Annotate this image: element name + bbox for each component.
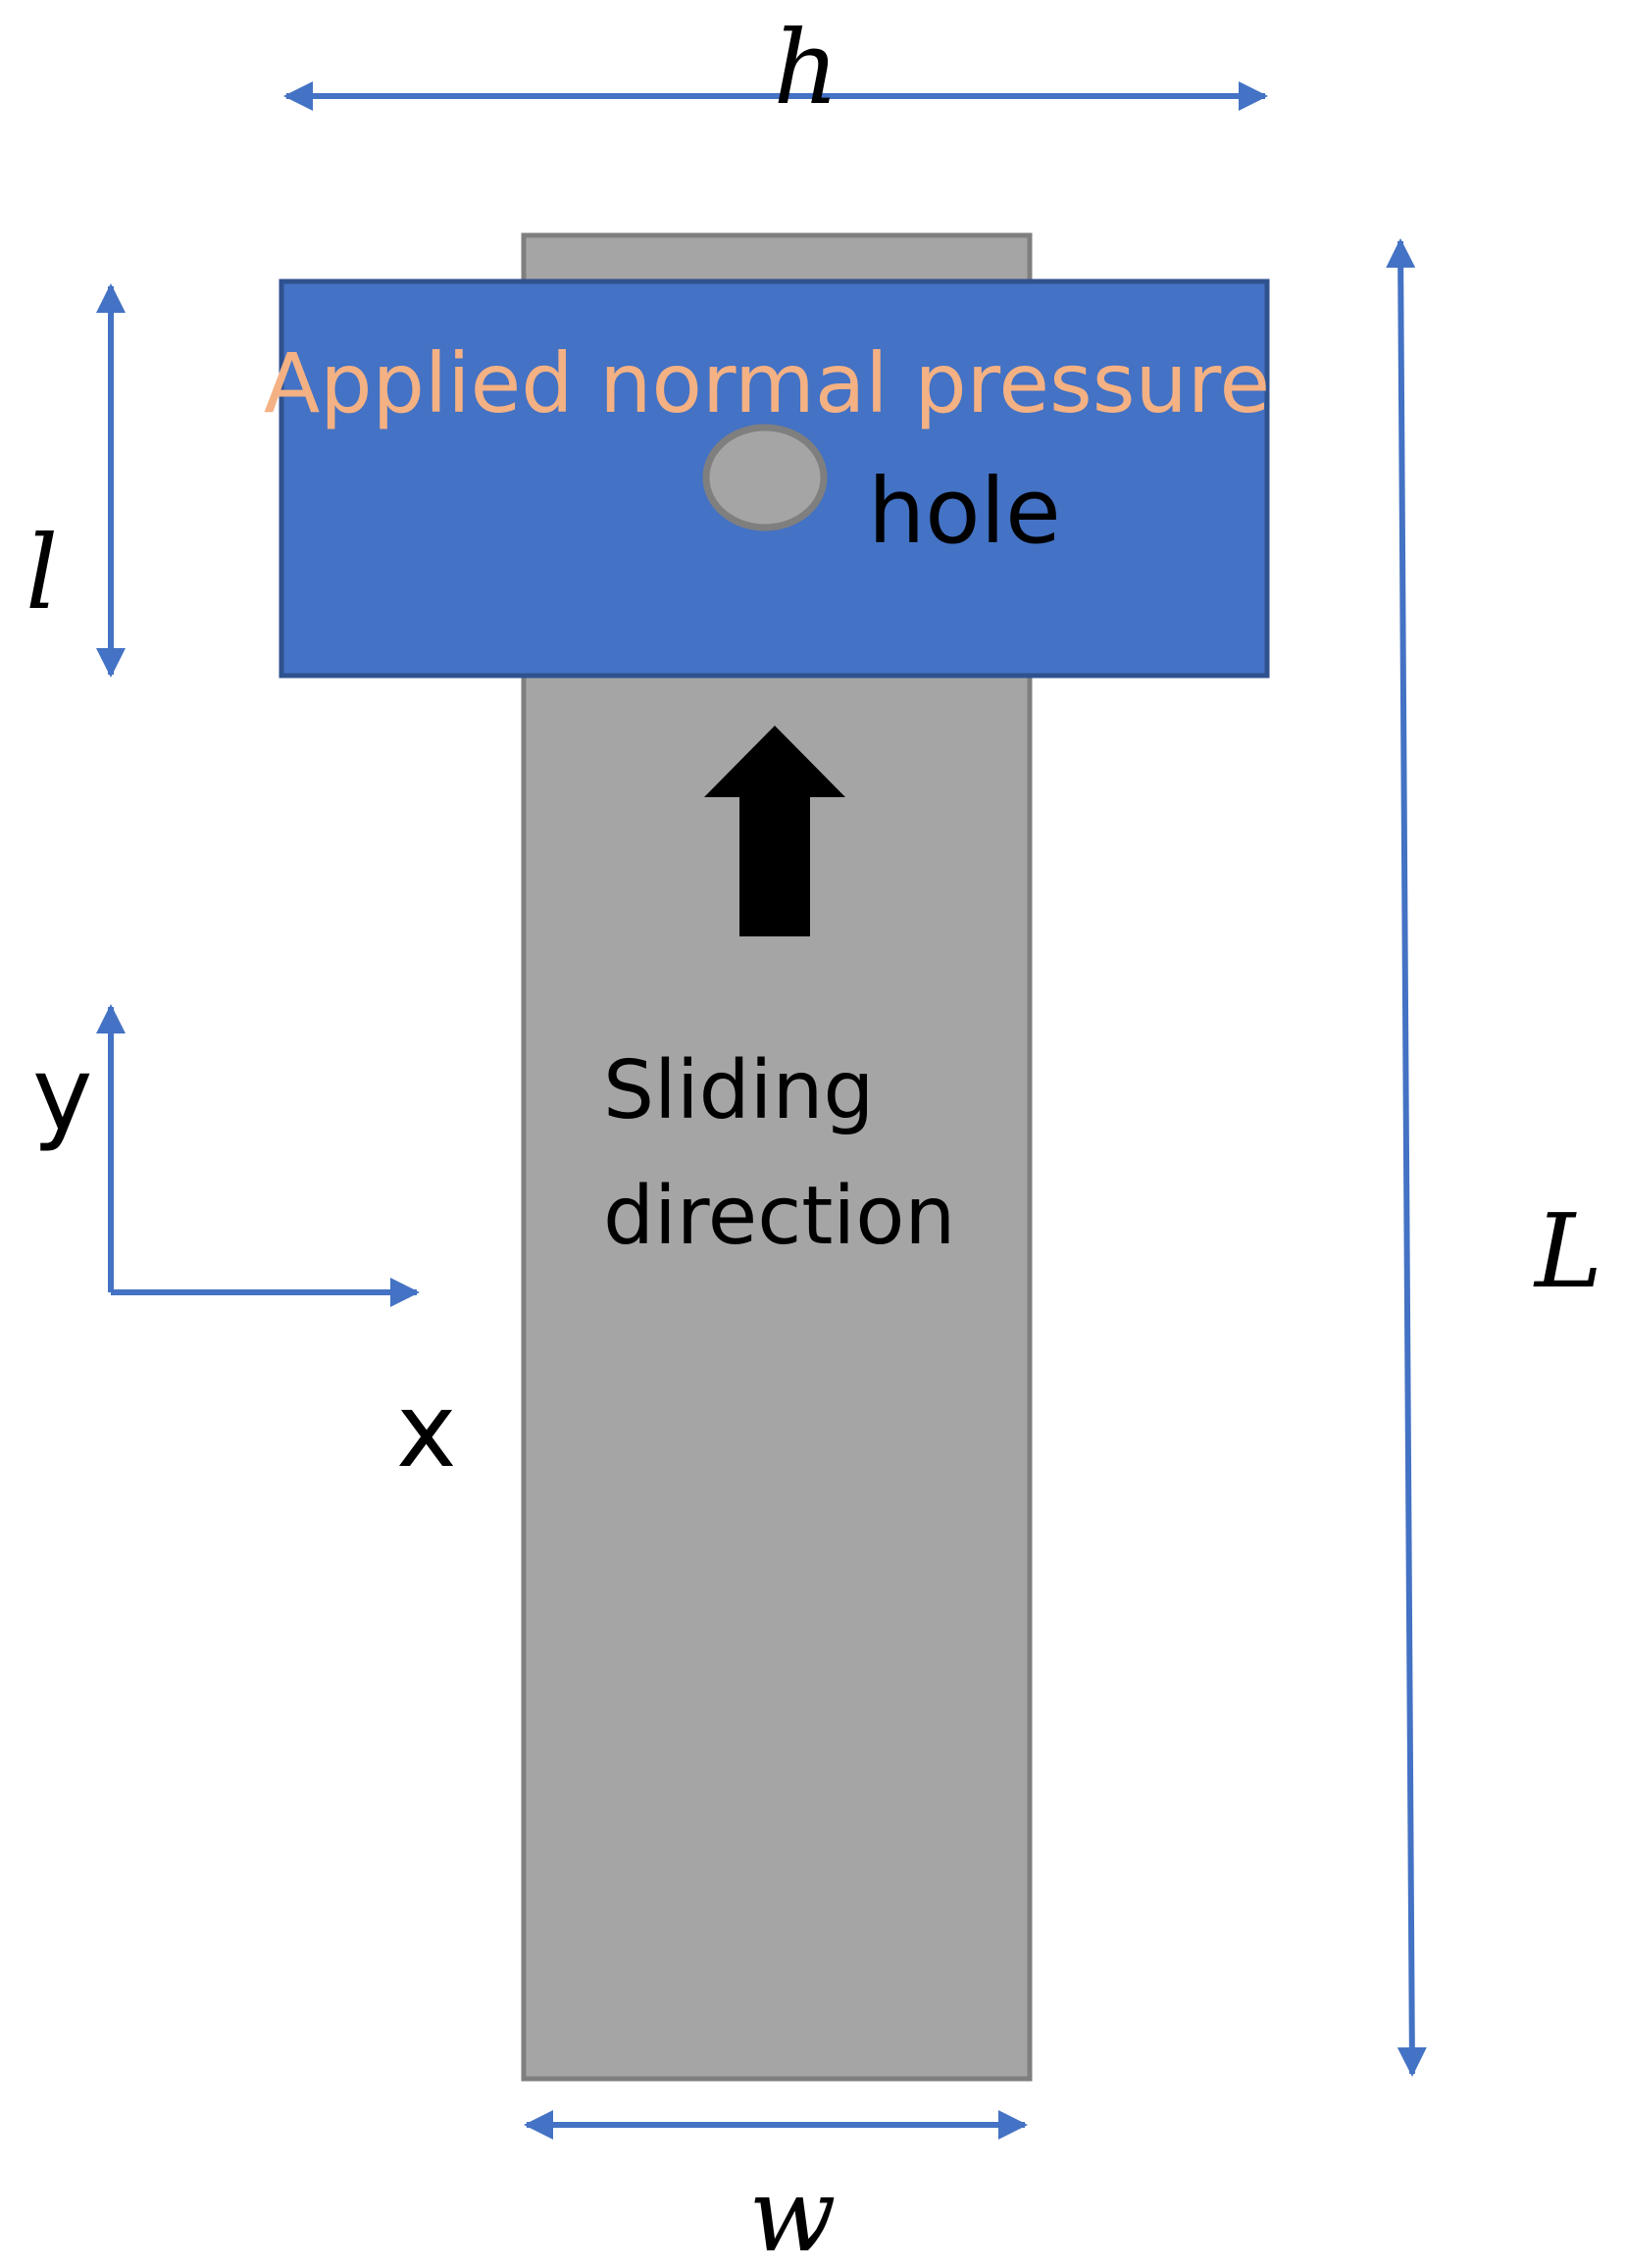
applied-pressure-label: Applied normal pressure bbox=[264, 335, 1270, 431]
hole-label: hole bbox=[868, 459, 1061, 564]
dimension-h-label: h bbox=[774, 8, 839, 127]
dimension-L-label: L bbox=[1533, 1191, 1602, 1311]
sliding-label-line2: direction bbox=[603, 1170, 955, 1263]
dimension-L-arrow bbox=[1386, 238, 1427, 2077]
dimension-l-label: l bbox=[25, 513, 58, 632]
sliding-direction-arrow bbox=[704, 726, 845, 936]
axis-y-label: y bbox=[32, 1034, 93, 1154]
sliding-label-line1: Sliding bbox=[603, 1044, 874, 1137]
dimension-w-label: w bbox=[748, 2155, 836, 2268]
hole-marker bbox=[702, 424, 828, 531]
axis-x-label: x bbox=[396, 1371, 457, 1490]
